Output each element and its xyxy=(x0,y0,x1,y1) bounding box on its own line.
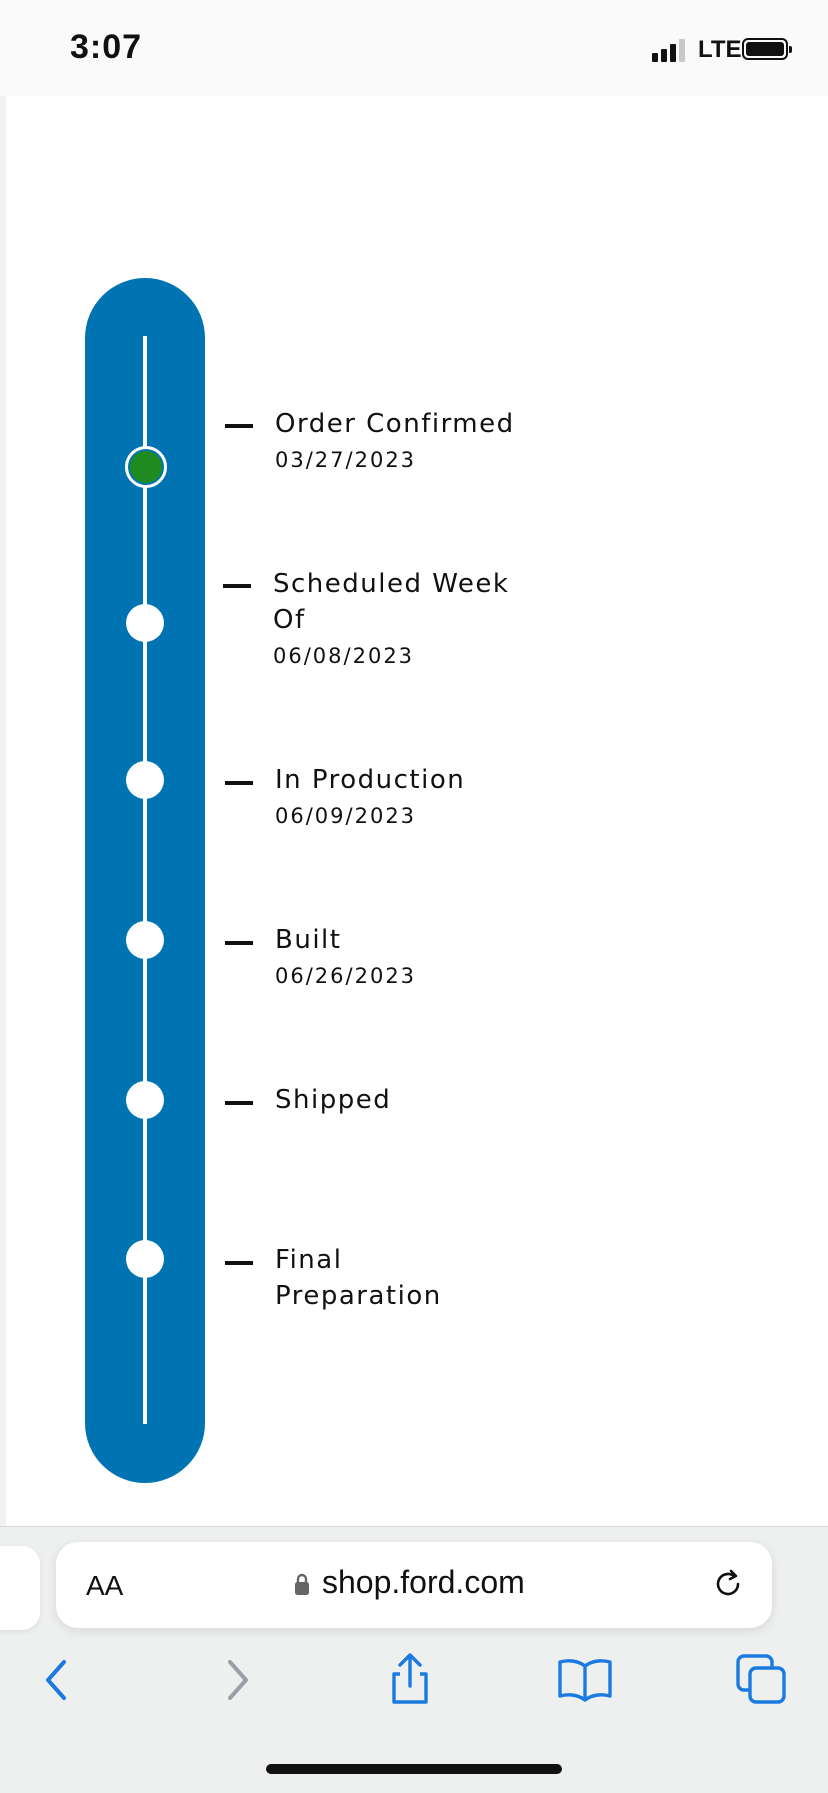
cellular-signal-icon xyxy=(652,38,688,62)
step-label-built: Built xyxy=(275,925,342,955)
order-progress-tracker xyxy=(85,278,205,1483)
status-bar: 3:07 LTE xyxy=(0,0,828,96)
battery-icon xyxy=(742,38,792,60)
step-label-scheduled: Scheduled Week Of xyxy=(273,569,510,635)
bookmarks-icon[interactable] xyxy=(555,1650,615,1710)
step-dash xyxy=(225,1261,253,1265)
step-date-scheduled: 06/08/2023 xyxy=(273,644,415,668)
step-dash xyxy=(225,424,253,428)
lock-icon xyxy=(295,1573,309,1595)
previous-tab-preview[interactable] xyxy=(0,1546,40,1630)
url-text: shop.ford.com xyxy=(322,1564,525,1600)
page-edge xyxy=(0,96,6,1526)
step-node-final-preparation xyxy=(126,1240,164,1278)
step-label-final-preparation: Final Preparation xyxy=(275,1245,442,1311)
home-indicator xyxy=(266,1764,562,1774)
step-node-in-production xyxy=(126,761,164,799)
step-date-in-production: 06/09/2023 xyxy=(275,804,417,828)
step-date-built: 06/26/2023 xyxy=(275,964,417,988)
network-type: LTE xyxy=(698,36,742,63)
step-node-built xyxy=(126,921,164,959)
tabs-icon[interactable] xyxy=(732,1650,792,1710)
text-size-button[interactable]: AA xyxy=(86,1570,124,1601)
progress-track-line xyxy=(143,336,147,1424)
step-node-order-confirmed xyxy=(125,446,167,488)
back-icon[interactable] xyxy=(28,1650,88,1710)
step-date-order-confirmed: 03/27/2023 xyxy=(275,448,417,472)
share-icon[interactable] xyxy=(380,1650,440,1710)
step-dash xyxy=(223,584,251,588)
step-dash xyxy=(225,1101,253,1105)
step-label-order-confirmed: Order Confirmed xyxy=(275,409,515,439)
reload-icon[interactable] xyxy=(710,1566,746,1602)
forward-icon[interactable] xyxy=(206,1650,266,1710)
step-label-in-production: In Production xyxy=(275,765,466,795)
step-label-shipped: Shipped xyxy=(275,1085,392,1115)
step-node-scheduled xyxy=(126,604,164,642)
step-dash xyxy=(225,781,253,785)
address-bar[interactable]: AA shop.ford.com xyxy=(56,1542,772,1628)
step-node-shipped xyxy=(126,1081,164,1119)
step-dash xyxy=(225,941,253,945)
status-time: 3:07 xyxy=(70,28,143,66)
